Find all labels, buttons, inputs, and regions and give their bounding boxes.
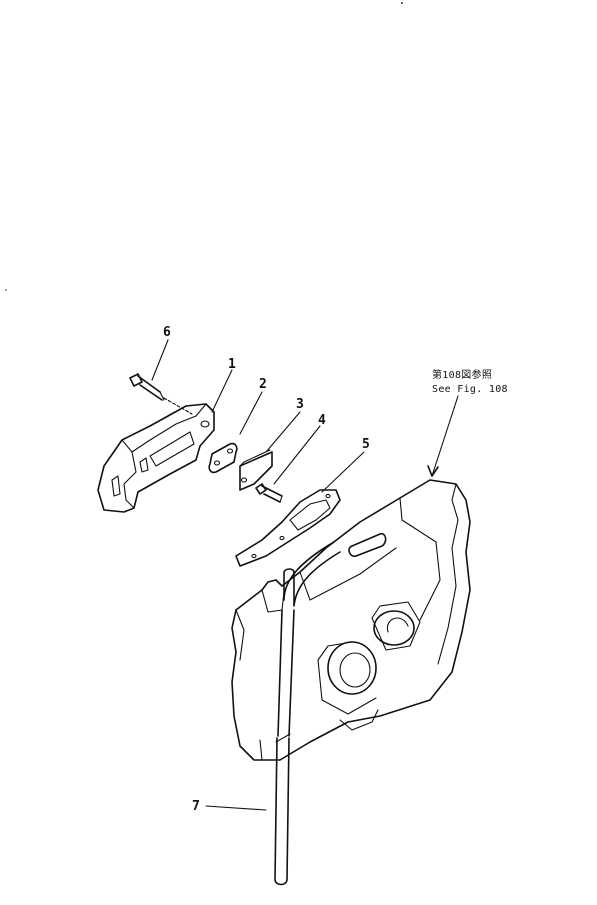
callout-3: 3 [296,397,304,412]
callout-4: 4 [318,413,326,428]
housing-assembly [231,479,471,761]
callout-1: 1 [228,357,236,372]
scan-speck [5,289,7,291]
callout-5: 5 [362,437,370,452]
leader-lines [151,339,459,811]
plate-part-3 [239,449,273,491]
reference-label-en: See Fig. 108 [432,384,508,395]
bolt-part-6 [129,373,193,415]
callout-2: 2 [259,377,267,392]
bracket-part [97,403,215,513]
callout-6: 6 [163,325,171,340]
bolt-part-4 [255,483,283,503]
dipstick-tube [274,541,341,886]
callout-7: 7 [192,799,200,814]
reference-label-jp: 第108図参照 [432,368,492,381]
plate-part-2 [208,442,238,474]
gasket-part-5 [235,489,341,567]
scan-speck [401,2,403,4]
